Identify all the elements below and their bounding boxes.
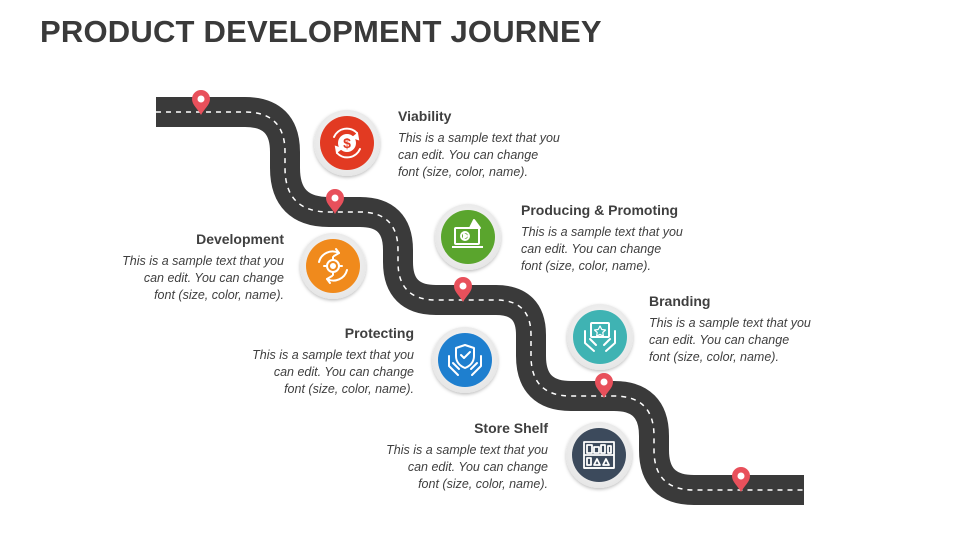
desc-line: font (size, color, name). [521, 259, 651, 273]
map-pin-icon [454, 277, 472, 302]
hands-star-icon [584, 322, 616, 352]
desc-line: font (size, color, name). [418, 477, 548, 491]
step-title: Store Shelf [474, 420, 548, 436]
map-pin-icon [326, 189, 344, 214]
desc-line: can edit. You can change [521, 242, 662, 256]
desc-line: font (size, color, name). [154, 288, 284, 302]
desc-line: This is a sample text that you [386, 443, 548, 457]
viability-circle: $ [314, 110, 380, 176]
step-description: This is a sample text that you can edit.… [398, 130, 598, 181]
branding-circle [567, 304, 633, 370]
hands-shield-icon [448, 344, 482, 376]
development-circle [300, 233, 366, 299]
slide-title: PRODUCT DEVELOPMENT JOURNEY [40, 14, 602, 49]
desc-line: This is a sample text that you [398, 131, 560, 145]
step-producing: Producing & Promoting This is a sample t… [521, 202, 741, 275]
producing-circle [435, 204, 501, 270]
desc-line: can edit. You can change [407, 460, 548, 474]
desc-line: can edit. You can change [143, 271, 284, 285]
desc-line: This is a sample text that you [521, 225, 683, 239]
step-title: Protecting [344, 325, 414, 341]
step-description: This is a sample text that you can edit.… [348, 442, 548, 493]
desc-line: This is a sample text that you [649, 316, 811, 330]
dollar-cycle-icon: $ [333, 127, 361, 159]
step-protecting: Protecting This is a sample text that yo… [214, 325, 414, 398]
step-description: This is a sample text that you can edit.… [84, 253, 284, 304]
laptop-video-icon [452, 219, 483, 248]
step-title: Branding [649, 293, 711, 309]
map-pin-icon [732, 467, 750, 492]
step-development: Development This is a sample text that y… [84, 231, 284, 304]
desc-line: can edit. You can change [273, 365, 414, 379]
desc-line: This is a sample text that you [252, 348, 414, 362]
map-pin-icon [595, 373, 613, 398]
desc-line: font (size, color, name). [649, 350, 779, 364]
step-title: Producing & Promoting [521, 202, 679, 218]
step-title: Development [196, 231, 284, 247]
step-store-shelf: Store Shelf This is a sample text that y… [348, 420, 548, 493]
step-branding: Branding This is a sample text that you … [649, 293, 859, 366]
desc-line: can edit. You can change [398, 148, 539, 162]
road-center-line [156, 111, 804, 491]
store-circle [566, 422, 632, 488]
step-description: This is a sample text that you can edit.… [214, 347, 414, 398]
step-viability: Viability This is a sample text that you… [398, 108, 598, 181]
step-description: This is a sample text that you can edit.… [521, 224, 741, 275]
map-pin-icon [192, 90, 210, 115]
desc-line: This is a sample text that you [122, 254, 284, 268]
step-description: This is a sample text that you can edit.… [649, 315, 859, 366]
gear-cycle-icon [318, 248, 348, 284]
desc-line: font (size, color, name). [284, 382, 414, 396]
protecting-circle [432, 327, 498, 393]
step-title: Viability [398, 108, 452, 124]
store-shelf-icon [583, 441, 615, 469]
desc-line: can edit. You can change [649, 333, 790, 347]
svg-text:$: $ [343, 135, 351, 151]
desc-line: font (size, color, name). [398, 165, 528, 179]
